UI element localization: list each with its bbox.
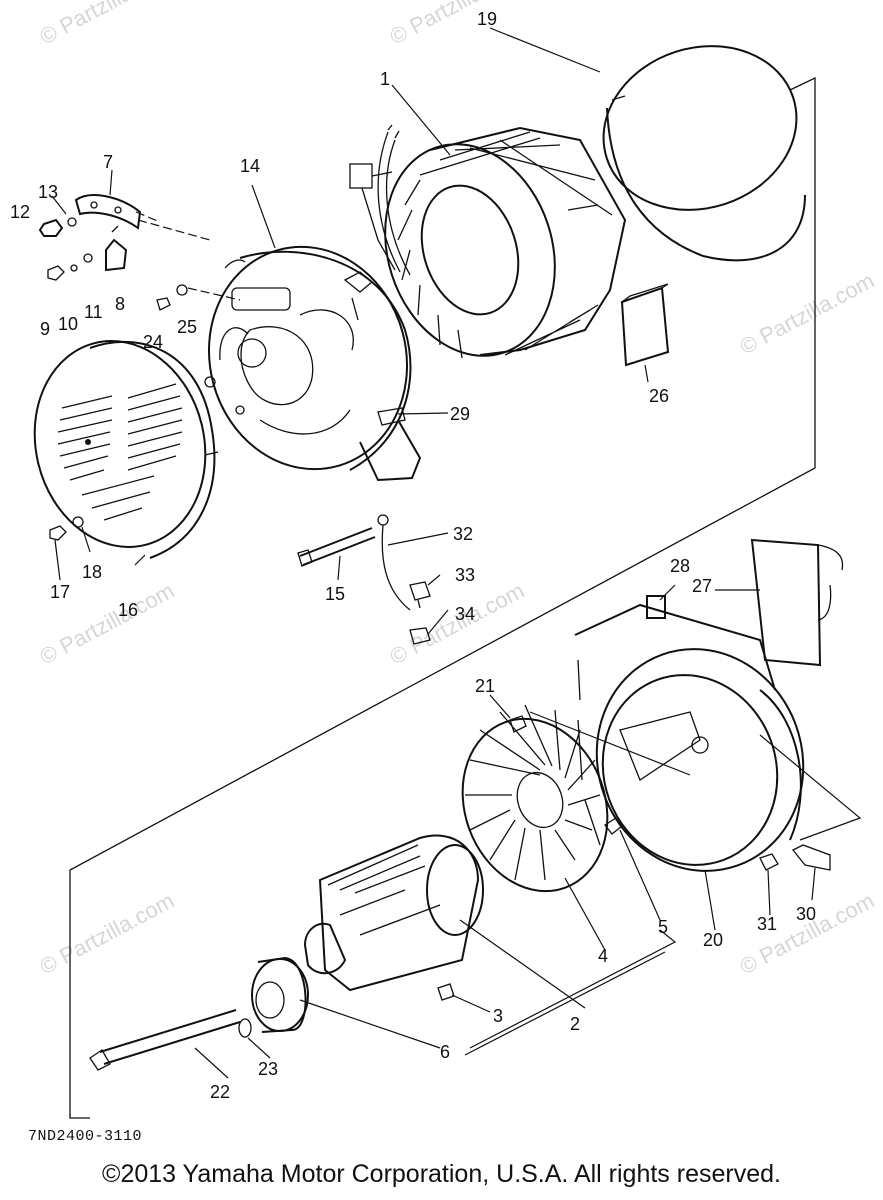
callout-30: 30 (796, 904, 816, 924)
callout-3: 3 (493, 1006, 503, 1026)
hardware-30-31 (759, 734, 862, 871)
part-14-end-housing (204, 245, 422, 482)
callout-20: 20 (703, 930, 723, 950)
part-4-fan (461, 704, 609, 893)
watermark: © Partzilla.com (386, 0, 529, 49)
watermark: © Partzilla.com (36, 0, 179, 49)
callout-33: 33 (455, 565, 475, 585)
bracket-2-4-5 (469, 929, 677, 1049)
part-3-clip (437, 983, 455, 1001)
callout-25: 25 (177, 317, 197, 337)
hardware-group-7-13 (38, 194, 211, 281)
callout-17: 17 (50, 582, 70, 602)
callout-29: 29 (450, 404, 470, 424)
callout-1: 1 (380, 69, 390, 89)
leader-lines (51, 27, 816, 1079)
callout-34: 34 (455, 604, 475, 624)
callout-28: 28 (670, 556, 690, 576)
part-26-pad (620, 283, 670, 367)
part-15-long-bolt (297, 527, 376, 567)
watermarks: © Partzilla.com © Partzilla.com © Partzi… (36, 0, 879, 979)
callout-5: 5 (658, 917, 668, 937)
callout-23: 23 (258, 1059, 278, 1079)
part-1-stator (349, 124, 627, 359)
callout-9: 9 (40, 319, 50, 339)
callout-11: 11 (84, 302, 103, 322)
leader-21 (529, 711, 691, 776)
callout-22: 22 (210, 1082, 230, 1102)
callout-16: 16 (118, 600, 138, 620)
callout-31: 31 (757, 914, 777, 934)
hardware-17-18 (49, 516, 84, 541)
part-22-through-bolt (89, 1009, 241, 1071)
part-19-cover-band (602, 45, 806, 262)
drawing-code: 7ND2400-3110 (28, 1128, 143, 1145)
part-32-lead-wire (377, 514, 411, 611)
part-6-bearing (251, 956, 309, 1033)
callout-6: 6 (440, 1042, 450, 1062)
callout-26: 26 (649, 386, 669, 406)
callout-12: 12 (10, 202, 30, 222)
hardware-33-34 (409, 581, 431, 645)
callout-24: 24 (143, 332, 163, 352)
hardware-24-25 (156, 284, 241, 311)
callout-8: 8 (115, 294, 125, 314)
callout-18: 18 (82, 562, 102, 582)
callout-27: 27 (692, 576, 712, 596)
callout-2: 2 (570, 1014, 580, 1034)
bracket-6 (464, 951, 666, 1056)
callout-7: 7 (103, 152, 113, 172)
part-5-bolt (604, 817, 623, 835)
callout-19: 19 (477, 9, 497, 29)
part-21-bolt (509, 715, 527, 733)
callout-4: 4 (598, 946, 608, 966)
part-16-grille-cover (33, 340, 219, 559)
callouts: 1 2 3 4 5 6 7 8 9 10 11 12 13 14 15 16 1… (10, 9, 816, 1102)
callout-13: 13 (38, 182, 58, 202)
callout-10: 10 (58, 314, 78, 334)
assembly-outline (69, 76, 816, 1119)
part-20-fan-housing (574, 603, 805, 872)
part-23-washer (238, 1018, 252, 1038)
part-2-rotor (303, 834, 484, 992)
callout-32: 32 (453, 524, 473, 544)
callout-14: 14 (240, 156, 260, 176)
watermark: © Partzilla.com (36, 888, 179, 980)
copyright-notice: ©2013 Yamaha Motor Corporation, U.S.A. A… (102, 1160, 781, 1188)
callout-15: 15 (325, 584, 345, 604)
callout-21: 21 (475, 676, 495, 696)
part-27-plate (750, 538, 844, 667)
watermark: © Partzilla.com (736, 268, 879, 360)
